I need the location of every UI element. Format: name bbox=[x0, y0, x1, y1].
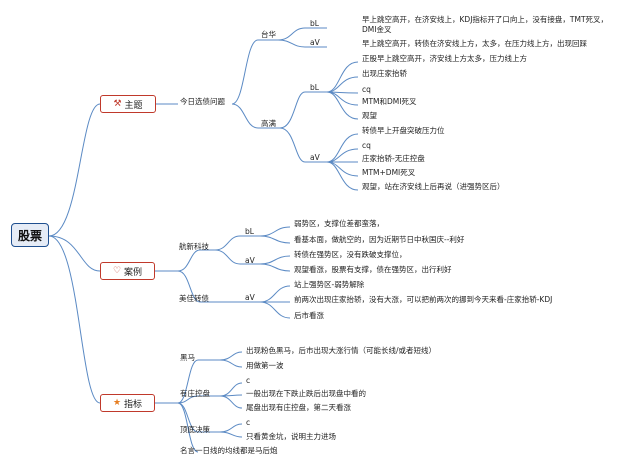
node-heima[interactable]: 黑马 bbox=[180, 353, 195, 362]
gaoman-bl-item[interactable]: 出现庄家抬轿 bbox=[362, 69, 407, 78]
hangxin-bl-item[interactable]: 弱势区，支撑位差都蛮落， bbox=[294, 219, 384, 228]
topic-cases-label: 案例 bbox=[124, 267, 143, 278]
node-taihua-av[interactable]: aV bbox=[310, 38, 320, 47]
root-label: 股票 bbox=[17, 228, 42, 243]
meijia-av-item[interactable]: 站上强势区-弱势解除 bbox=[294, 280, 365, 289]
node-gaoman[interactable]: 高满 bbox=[261, 119, 276, 128]
gaoman-bl-item[interactable]: 观望 bbox=[362, 111, 377, 120]
hangxin-bl-item[interactable]: 看基本面，做航空的，因为近期节日中秋国庆--利好 bbox=[294, 235, 465, 244]
node-youzhuang[interactable]: 有庄控盘 bbox=[180, 389, 210, 398]
gaoman-bl-item[interactable]: cq bbox=[362, 85, 371, 94]
meijia-av-item[interactable]: 后市看涨 bbox=[294, 311, 324, 320]
node-taihua-av-text[interactable]: 早上跳空高开，转债在济安线上方，太多，在压力线上方，出现回踩 bbox=[362, 39, 587, 48]
star-icon: ★ bbox=[112, 397, 122, 408]
topic-theme-label: 主题 bbox=[124, 100, 143, 111]
heima-item[interactable]: 用做第一波 bbox=[246, 361, 284, 370]
node-meijia[interactable]: 美佳转债 bbox=[179, 294, 209, 303]
node-hangxin[interactable]: 航新科技 bbox=[179, 242, 209, 251]
heart-icon: ♡ bbox=[112, 265, 122, 276]
node-meijia-av[interactable]: aV bbox=[245, 293, 255, 302]
root-node[interactable]: 股票 bbox=[11, 223, 49, 247]
gaoman-bl-item[interactable]: 正股早上跳空高开，济安线上方太多，压力线上方 bbox=[362, 54, 527, 63]
gaoman-av-item[interactable]: 观望，站在济安线上后再说（进强势区后） bbox=[362, 182, 505, 191]
gaoman-av-item[interactable]: MTM+DMI死叉 bbox=[362, 168, 416, 177]
dingdi-item[interactable]: 只看黄金坑，说明主力进场 bbox=[246, 432, 336, 441]
heima-item[interactable]: 出现粉色黑马，后市出现大涨行情（可能长线/或者短线） bbox=[246, 346, 437, 355]
topic-cases[interactable]: ♡ 案例 bbox=[100, 262, 155, 280]
youzhuang-item[interactable]: c bbox=[246, 376, 251, 385]
pickaxe-icon: ⚒ bbox=[113, 98, 122, 109]
topic-indicators-label: 指标 bbox=[124, 399, 143, 410]
hangxin-av-item[interactable]: 观望看涨，股票有支撑，债在强势区，出行利好 bbox=[294, 265, 452, 274]
gaoman-av-item[interactable]: 庄家抬轿-无庄控盘 bbox=[362, 154, 425, 163]
node-hangxin-bl[interactable]: bL bbox=[245, 227, 254, 236]
node-taihua[interactable]: 台华 bbox=[261, 30, 276, 39]
node-taihua-bl-text[interactable]: 早上跳空高开，在济安线上，KDJ指标开了口向上，没有接盘，TMT死叉，DMI金叉 bbox=[362, 15, 609, 34]
youzhuang-item[interactable]: 尾盘出现有庄控盘，第二天看涨 bbox=[246, 403, 351, 412]
gaoman-av-item[interactable]: cq bbox=[362, 141, 371, 150]
dingdi-item[interactable]: c bbox=[246, 418, 251, 427]
topic-theme[interactable]: ⚒ 主题 bbox=[100, 95, 156, 113]
node-gaoman-bl[interactable]: bL bbox=[310, 83, 319, 92]
hangxin-av-item[interactable]: 转债在强势区，没有跌破支撑位， bbox=[294, 250, 407, 259]
node-hangxin-av[interactable]: aV bbox=[245, 256, 255, 265]
node-issue[interactable]: 今日选债问题 bbox=[180, 97, 225, 106]
gaoman-bl-item[interactable]: MTM和DMI死叉 bbox=[362, 97, 417, 106]
meijia-av-item[interactable]: 前两次出现庄家抬轿，没有大涨，可以把前两次的挪到今天来看-庄家抬轿-KDJ bbox=[294, 295, 553, 304]
node-dingdi[interactable]: 顶底决策 bbox=[180, 425, 210, 434]
gaoman-av-item[interactable]: 转债早上开盘突破压力位 bbox=[362, 126, 445, 135]
node-taihua-bl[interactable]: bL bbox=[310, 19, 319, 28]
topic-indicators[interactable]: ★ 指标 bbox=[100, 394, 155, 412]
youzhuang-item[interactable]: 一般出现在下跌止跌后出现盘中看的 bbox=[246, 389, 366, 398]
node-mingyan[interactable]: 名言一日线的均线都是马后炮 bbox=[180, 446, 278, 455]
node-gaoman-av[interactable]: aV bbox=[310, 153, 320, 162]
